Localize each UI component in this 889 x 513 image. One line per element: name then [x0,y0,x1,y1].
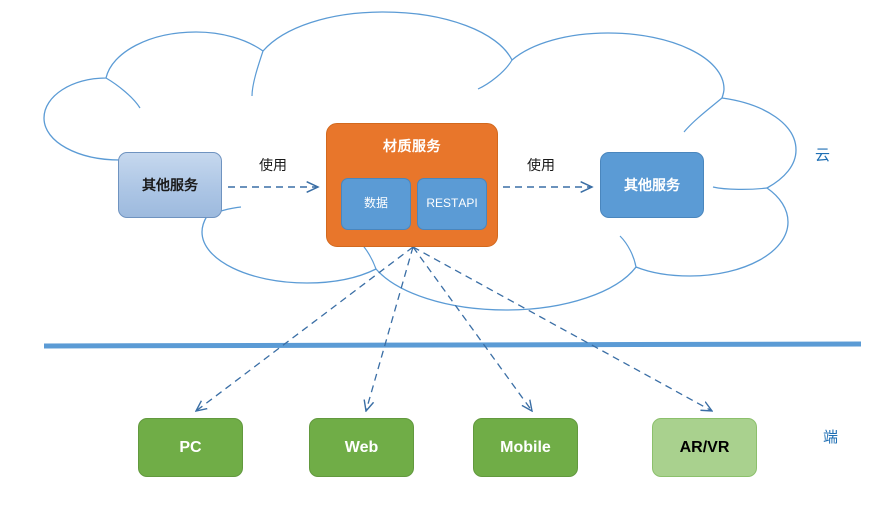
node-material-service[interactable]: 材质服务 数据 REST API [326,123,498,247]
arrow-service-to-arvr [412,246,712,411]
arrow-service-to-web [366,246,414,411]
arrow-service-to-mobile [412,246,532,411]
cloud-outline [43,11,797,311]
node-client-mobile[interactable]: Mobile [473,418,578,477]
node-data-component[interactable]: 数据 [341,178,411,230]
node-rest-api-component[interactable]: REST API [417,178,487,230]
material-service-title: 材质服务 [383,138,441,154]
node-other-service-right[interactable]: 其他服务 [600,152,704,218]
node-client-web[interactable]: Web [309,418,414,477]
node-client-pc[interactable]: PC [138,418,243,477]
cloud-edge-divider [43,341,862,349]
zone-label-edge: 端 [823,429,839,446]
arrow-service-to-pc [196,246,414,411]
zone-label-cloud: 云 [815,147,831,164]
rest-api-line-2: API [458,196,478,211]
rest-api-line-1: REST [426,196,459,211]
node-other-service-left[interactable]: 其他服务 [118,152,222,218]
edge-label-use-left: 使用 [259,157,287,173]
edge-label-use-right: 使用 [527,157,555,173]
node-client-arvr[interactable]: AR/VR [652,418,757,477]
